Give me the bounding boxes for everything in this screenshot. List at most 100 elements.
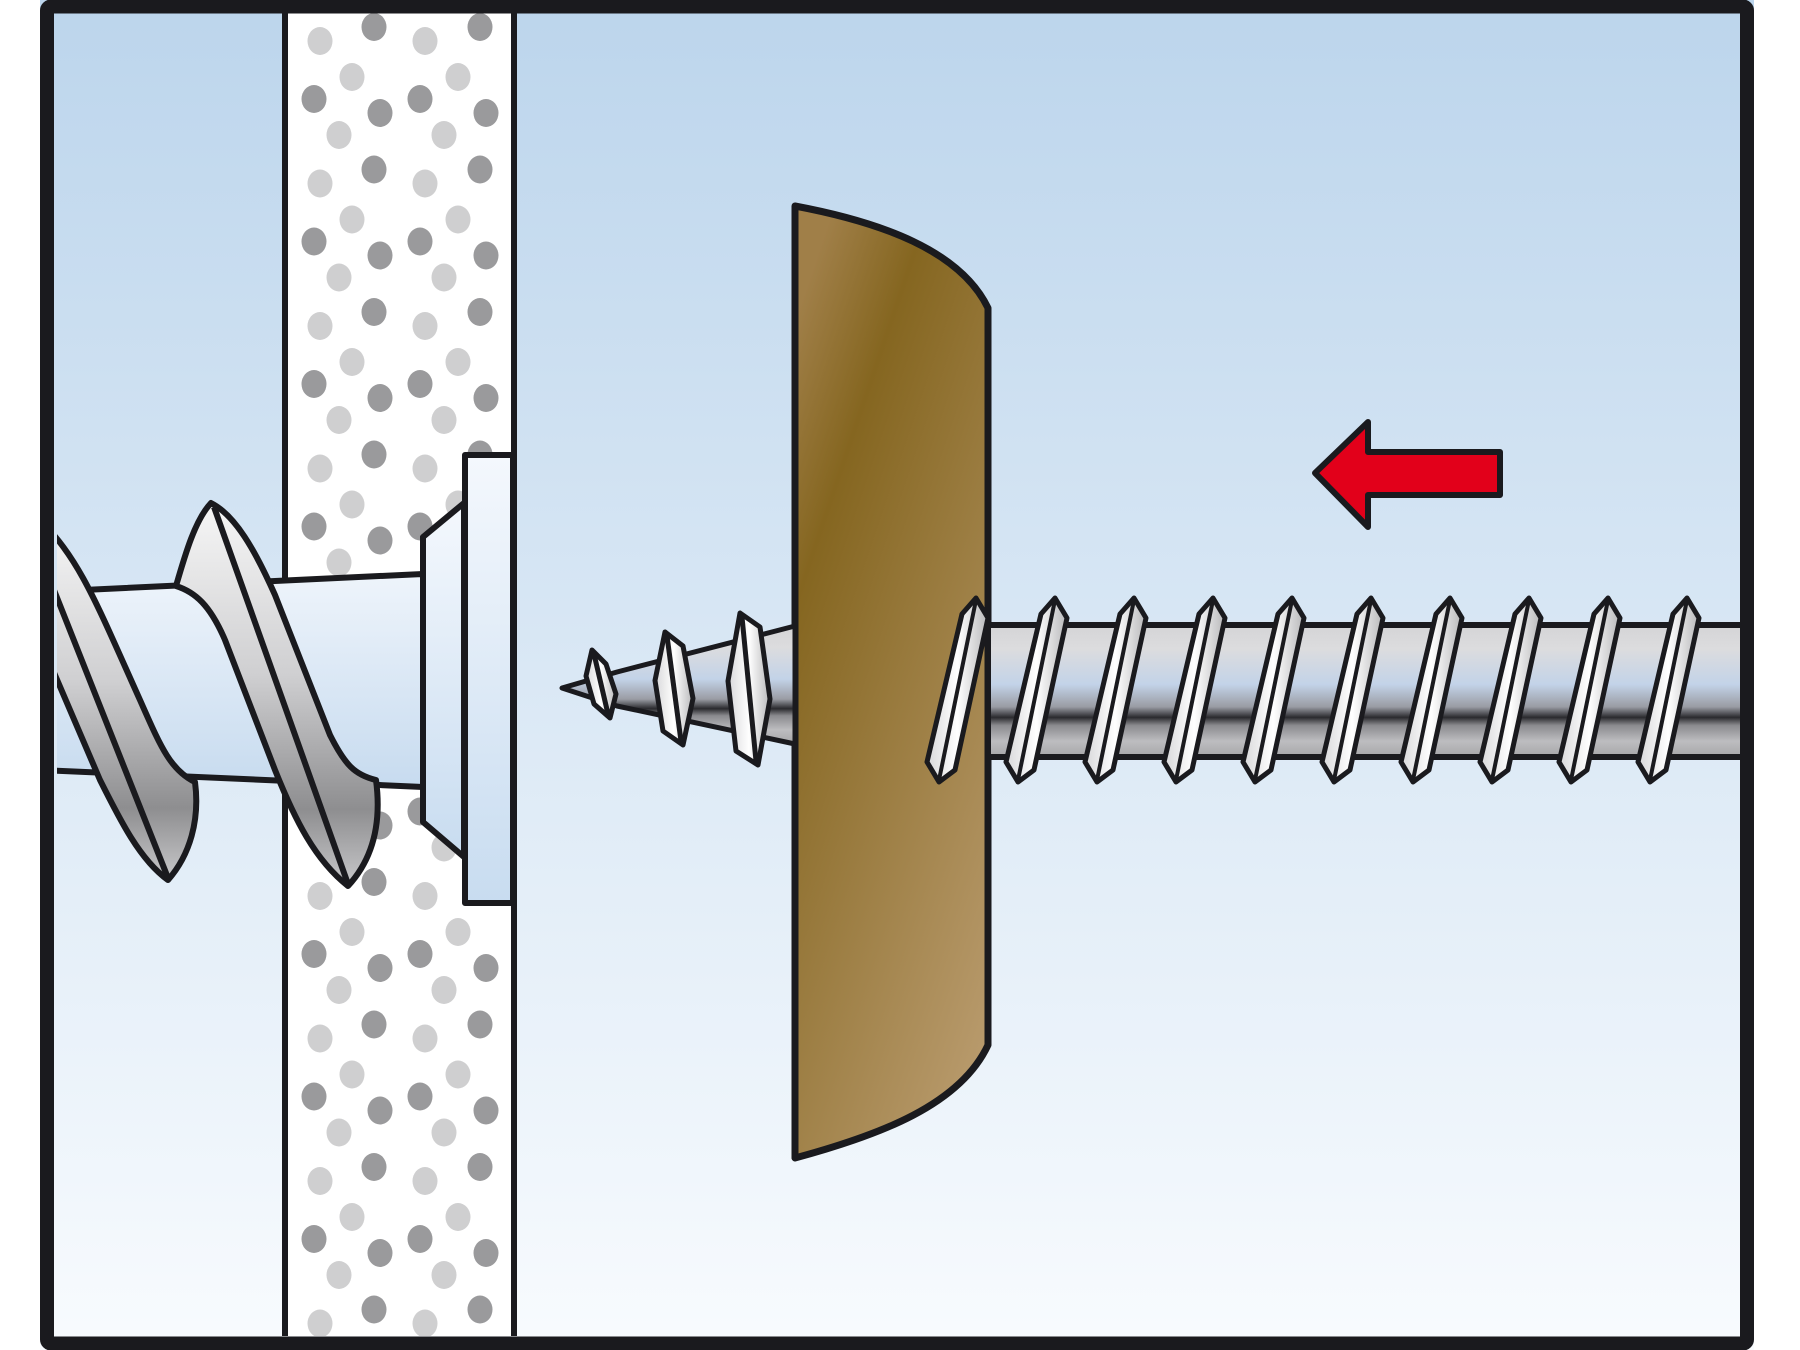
wall-texture-dot	[367, 954, 393, 982]
anchor-cone	[420, 500, 467, 860]
wall-texture-dot	[301, 227, 327, 256]
wall-texture-dot	[412, 454, 438, 483]
screw-thread-edge	[937, 599, 978, 781]
wall-texture-dot	[361, 1295, 387, 1324]
wall-texture-dot	[431, 263, 457, 292]
wall-texture-dot	[412, 169, 438, 198]
wall-texture-dot	[307, 1024, 333, 1053]
wall-texture-dot	[473, 99, 499, 127]
wall-texture-dot	[431, 1261, 457, 1289]
wall-texture-dot	[326, 1261, 352, 1289]
anchor-thread-edge	[211, 505, 351, 886]
screw-thread-edge	[1490, 599, 1531, 781]
wall-texture-dot	[301, 1225, 327, 1253]
wall-texture-dot	[473, 241, 499, 270]
screw-thread-edge	[1411, 599, 1452, 781]
wall-texture-dot	[367, 241, 393, 270]
wall-texture-dot	[473, 384, 499, 412]
wall-texture-dot	[445, 1060, 471, 1089]
wall-texture-dot	[339, 1060, 365, 1089]
screw-thread-edge	[1332, 599, 1373, 781]
anchor-thread-edge	[57, 589, 171, 880]
wall-texture-dot	[407, 370, 433, 398]
wall-texture-dot	[467, 13, 493, 41]
frame-border	[40, 0, 1754, 1350]
wall-texture-dot	[412, 882, 438, 910]
wall-texture-dot	[467, 298, 493, 326]
wall-texture-dot	[361, 1010, 387, 1039]
wall-texture-dot	[361, 868, 387, 896]
wall-texture-dot	[467, 1295, 493, 1324]
wall-texture-dot	[339, 205, 365, 234]
wall-texture-dot	[301, 370, 327, 398]
anchor-flange	[462, 452, 516, 906]
wall-texture-dot	[367, 526, 393, 555]
wall-texture-dot	[307, 1167, 333, 1195]
wall-texture-dot	[339, 1203, 365, 1231]
wall-texture-dot	[467, 1010, 493, 1039]
wall-texture-dot	[307, 1309, 333, 1336]
wall-texture-dot	[407, 1082, 433, 1111]
wall-texture-dot	[367, 99, 393, 127]
wall-texture-dot	[326, 121, 352, 149]
wall-texture-dot	[412, 27, 438, 55]
screw-tip-thread-edge	[664, 635, 684, 742]
wall-texture-dot	[301, 1082, 327, 1111]
screw-tip-thread-edge	[739, 616, 759, 762]
wall-texture-dot	[412, 1309, 438, 1336]
wall-texture-dot	[445, 63, 471, 91]
drywall-anchor	[57, 452, 516, 906]
screw-thread-edge	[1174, 599, 1215, 781]
screw-tip-thread-edge	[591, 653, 611, 715]
wall-texture-dot	[326, 976, 352, 1004]
wall-texture-dot	[407, 940, 433, 968]
wall-texture-dot	[326, 406, 352, 434]
wall-texture-dot	[361, 298, 387, 326]
screw-thread-edge	[1016, 599, 1057, 781]
screw-thread-edge	[1095, 599, 1136, 781]
wall-texture-dot	[431, 1118, 457, 1147]
wall-texture-dot	[407, 85, 433, 113]
wall-texture-dot	[326, 548, 352, 577]
wall-texture-dot	[301, 85, 327, 113]
wall-texture-dot	[367, 1096, 393, 1125]
insert-direction-arrow-icon	[1312, 419, 1503, 530]
wall-texture-dot	[445, 205, 471, 234]
wall-texture-dot	[339, 63, 365, 91]
wall-texture-dot	[339, 348, 365, 376]
wall-texture-dot	[431, 976, 457, 1004]
wall-texture-dot	[467, 155, 493, 184]
screw-tip	[559, 610, 798, 768]
wall-texture-dot	[467, 1153, 493, 1181]
wall-texture-dot	[361, 1153, 387, 1181]
wall-texture-dot	[473, 1239, 499, 1267]
screw-thread-edge	[1253, 599, 1294, 781]
anchor-thread-flight	[57, 534, 200, 883]
wall-texture-dot	[307, 454, 333, 483]
wall-texture-dot	[445, 1203, 471, 1231]
wall-texture-dot	[412, 1167, 438, 1195]
screw-shaft	[924, 595, 1740, 785]
screw-thread-edge	[1648, 599, 1689, 781]
wall-texture-dot	[431, 121, 457, 149]
screw-thread-edge	[1569, 599, 1610, 781]
wall-texture-dot	[361, 440, 387, 469]
wall-texture-dot	[326, 1118, 352, 1147]
wall-texture-dot	[473, 954, 499, 982]
wall-texture-dot	[407, 227, 433, 256]
wall-texture-dot	[301, 940, 327, 968]
wall-texture-dot	[307, 882, 333, 910]
anchor-thread-flight	[173, 500, 381, 889]
wall-texture-dot	[407, 1225, 433, 1253]
wall-texture-dot	[339, 918, 365, 946]
wall-texture-dot	[326, 263, 352, 292]
wall-texture-dot	[367, 384, 393, 412]
wall-texture-dot	[307, 169, 333, 198]
wall-texture-dot	[431, 406, 457, 434]
wall-texture-dot	[361, 155, 387, 184]
wall-texture-dot	[307, 27, 333, 55]
wall-texture-dot	[412, 1024, 438, 1053]
wall-texture-dot	[367, 1239, 393, 1267]
